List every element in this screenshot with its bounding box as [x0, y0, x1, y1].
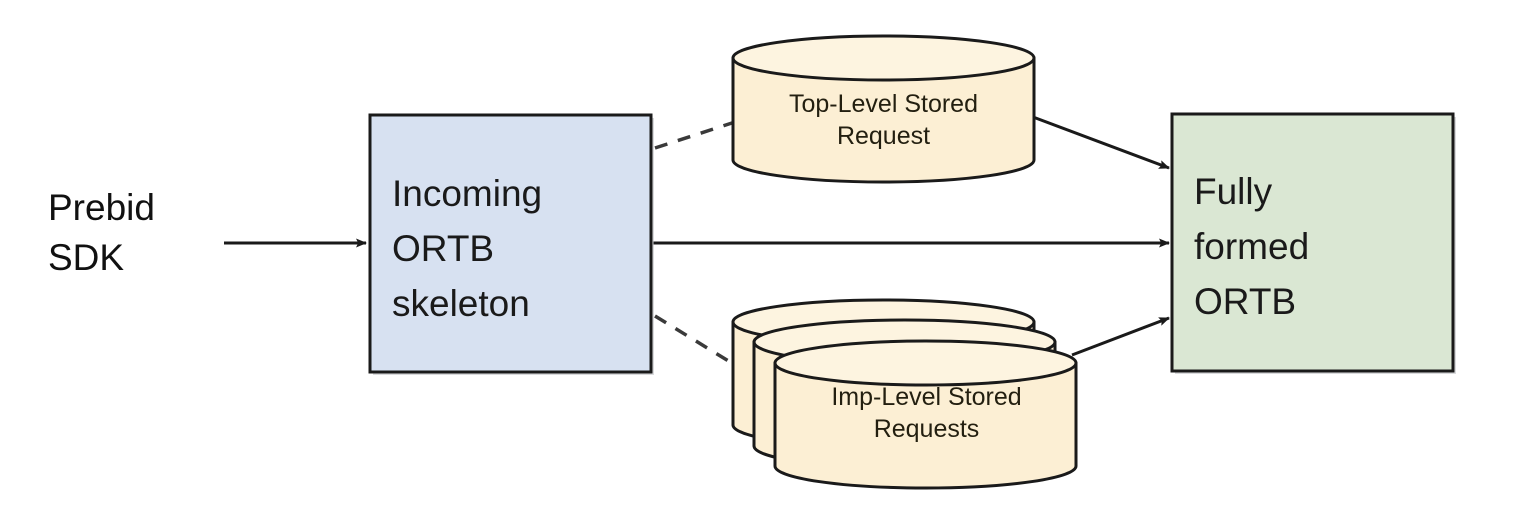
node-incoming-ortb-skeleton[interactable]	[368, 113, 654, 375]
edge-toplevel-to-output	[1032, 115, 1170, 170]
node-fully-formed-ortb[interactable]	[1170, 112, 1456, 374]
edge-incoming-to-implevel	[654, 314, 741, 370]
node-top-level-stored-request[interactable]	[731, 34, 1036, 184]
edge-incoming-to-toplevel	[654, 120, 736, 150]
node-imp-level-stored-requests[interactable]	[731, 298, 1078, 490]
cylinder-front-top	[773, 339, 1078, 387]
edge-implevel-to-output	[1071, 316, 1170, 357]
